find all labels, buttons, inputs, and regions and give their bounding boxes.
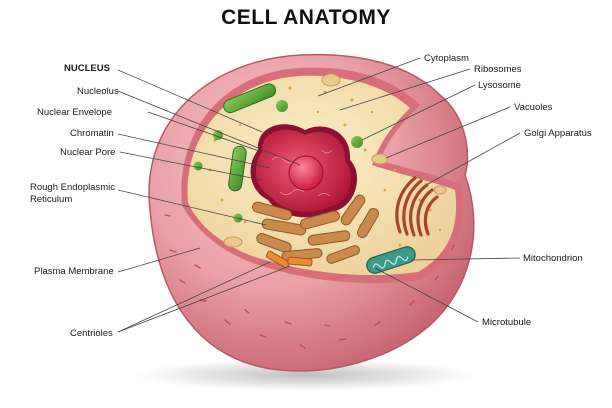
label-microtubule: Microtubule <box>482 317 532 328</box>
label-centrioles: Centrioles <box>70 328 113 339</box>
nucleus-shape <box>250 124 358 218</box>
green-organelles <box>223 83 277 192</box>
leader-lines <box>117 57 521 333</box>
label-mitochondrion: Mitochondrion <box>523 253 583 264</box>
nucleolus-shape <box>288 155 324 191</box>
centrioles-shape <box>265 250 313 269</box>
vacuoles-shape <box>223 73 447 248</box>
label-rough-er-line2: Reticulum <box>30 194 73 205</box>
label-cytoplasm: Cytoplasm <box>424 53 469 64</box>
cell-shadow <box>135 359 475 391</box>
label-rough-er-line1: Rough Endoplasmic <box>30 182 116 193</box>
label-vacuoles: Vacuoles <box>514 102 553 113</box>
label-lysosome: Lysosome <box>478 80 521 91</box>
label-plasma-membrane: Plasma Membrane <box>34 266 114 277</box>
label-chromatin: Chromatin <box>70 128 114 139</box>
label-ribosomes: Ribosomes <box>474 64 522 75</box>
mitochondrion-shape <box>366 246 416 274</box>
label-nucleus: NUCLEUS <box>64 63 110 74</box>
label-nuclear-envelope: Nuclear Envelope <box>37 107 112 118</box>
label-nucleolus: Nucleolus <box>77 86 119 97</box>
label-golgi-apparatus: Golgi Apparatus <box>524 128 592 139</box>
membrane-texture <box>164 214 455 349</box>
diagram-title: CELL ANATOMY <box>221 6 391 29</box>
golgi-shape <box>395 176 439 237</box>
label-nuclear-pore: Nuclear Pore <box>60 147 116 158</box>
